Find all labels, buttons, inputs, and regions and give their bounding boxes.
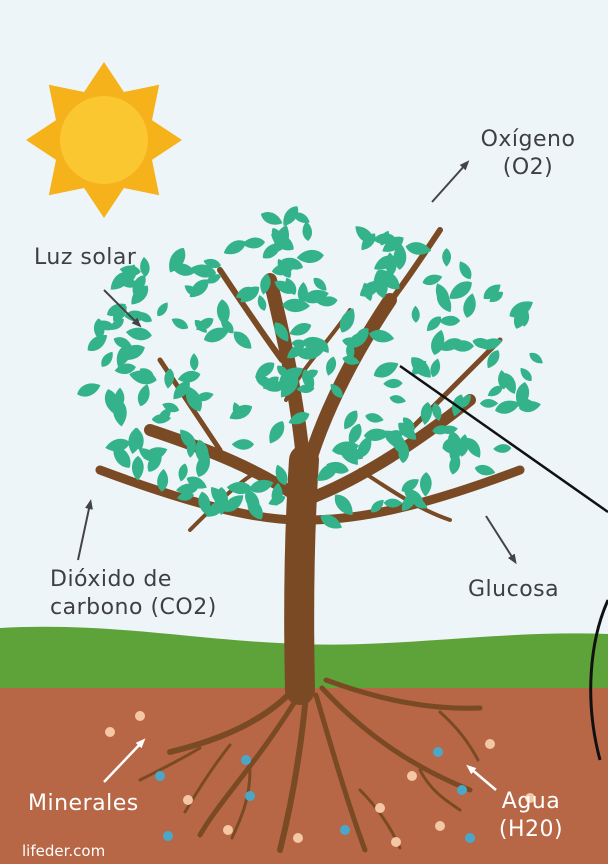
soil-particles	[105, 711, 535, 847]
zoom-circle-edge	[589, 599, 608, 761]
label-sunlight: Luz solar	[34, 245, 137, 270]
credit-text: lifeder.com	[22, 842, 106, 860]
label-co2-line1: Dióxido de	[50, 567, 172, 592]
water-drop	[340, 825, 350, 835]
water-drop	[155, 771, 165, 781]
label-water: Agua (H20)	[486, 788, 576, 844]
mineral-particle	[105, 727, 115, 737]
water-drop	[433, 747, 443, 757]
sun-icon	[26, 62, 182, 218]
mineral-particle	[391, 837, 401, 847]
mineral-particle	[435, 821, 445, 831]
label-oxygen-line1: Oxígeno	[480, 127, 576, 152]
label-oxygen-line2: (O2)	[502, 155, 554, 180]
arrow-icon	[103, 738, 146, 783]
label-water-line2: (H20)	[498, 817, 564, 842]
label-glucose: Glucosa	[468, 577, 560, 602]
water-drop	[465, 833, 475, 843]
water-drop	[241, 755, 251, 765]
mineral-particle	[485, 739, 495, 749]
mineral-particle	[293, 833, 303, 843]
water-drop	[163, 831, 173, 841]
water-drop	[245, 791, 255, 801]
mineral-particle	[375, 803, 385, 813]
arrow-icon	[485, 515, 517, 565]
arrow-icon	[103, 289, 142, 328]
water-drop	[457, 785, 467, 795]
arrow-icon	[77, 499, 93, 561]
label-co2-line2: carbono (CO2)	[50, 595, 217, 620]
mineral-particle	[183, 795, 193, 805]
mineral-particle	[407, 771, 417, 781]
mineral-particle	[525, 793, 535, 803]
label-water-line1: Agua	[501, 789, 561, 814]
label-co2: Dióxido de carbono (CO2)	[50, 566, 217, 622]
mineral-particle	[223, 825, 233, 835]
label-oxygen: Oxígeno (O2)	[470, 126, 586, 182]
arrow-icon	[431, 160, 470, 203]
zoom-pointer-line	[399, 364, 608, 514]
label-minerals: Minerales	[28, 791, 139, 816]
mineral-particle	[135, 711, 145, 721]
arrow-icon	[466, 764, 497, 791]
